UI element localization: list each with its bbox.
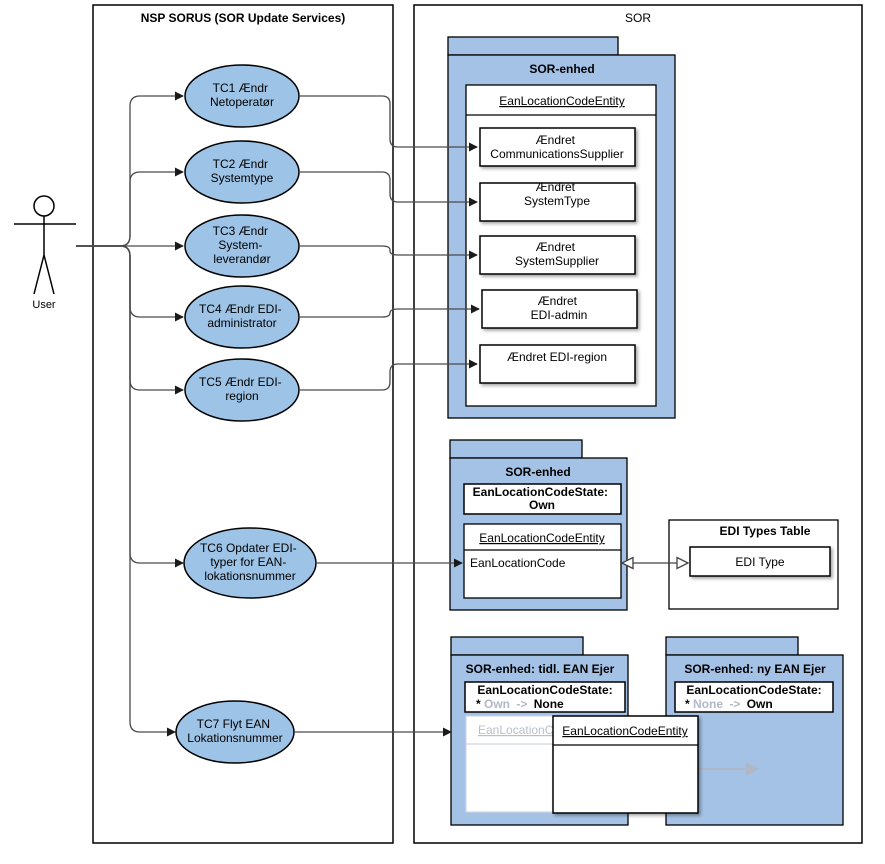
use-case-tc5-line2: region [225,389,258,403]
change-item-5-line1: Ændret EDI-region [507,350,607,364]
lane-sorus-title: NSP SORUS (SOR Update Services) [141,11,346,25]
package-4-title: SOR-enhed: ny EAN Ejer [684,662,826,676]
package-3-state-box: EanLocationCodeState: * Own -> None [464,681,626,713]
use-case-tc4-line2: administrator [207,316,276,330]
change-item-1-line1: Ændret [536,133,576,147]
svg-text:TC2 Ændr Systemtype: TC2 Ændr Systemtype [211,157,274,185]
package-3-title: SOR-enhed: tidl. EAN Ejer [466,662,615,676]
use-case-tc1-line2: Netoperatør [210,95,274,109]
package-1-title: SOR-enhed [529,62,594,76]
lane-sor-title: SOR [625,11,651,25]
package-4-state-to: Own [747,697,773,711]
svg-text:TC7 Flyt EAN Lokationsnu: TC7 Flyt EAN Lokationsnummer [187,717,282,745]
use-case-tc4-line1: TC4 Ændr EDI- [199,302,282,316]
moving-entity-title: EanLocationCodeEntity [562,724,687,738]
package-4-state-from: None [693,697,723,711]
package-3-ghost-title: EanLocationC [478,723,554,737]
package-2-state-value: Own [529,498,555,512]
package-3-state-arrow: -> [516,697,527,711]
use-case-tc2[interactable]: TC2 Ændr Systemtype [184,140,300,204]
change-item-2-line2: SystemType [524,194,590,208]
change-item-system-supplier[interactable]: Ændret SystemSupplier [479,235,636,275]
change-item-edi-admin[interactable]: Ændret EDI-admin [481,289,638,329]
svg-text:TC1 Ændr Netoperatør: TC1 Ændr Netoperatør [210,81,274,109]
package-1-entity: EanLocationCodeEntity [499,94,624,108]
svg-text:TC5 Ændr EDI- region: TC5 Ændr EDI- region [199,375,285,403]
change-item-4-line2: EDI-admin [531,308,588,322]
svg-text:TC3 Ændr System- l: TC3 Ændr System- leverandør [213,224,272,266]
use-case-tc4[interactable]: TC4 Ændr EDI- administrator [184,285,300,349]
change-item-3-line1: Ændret [536,240,576,254]
actor-user[interactable]: User [14,195,76,311]
svg-text:Ændret CommunicationsS: Ændret CommunicationsSupplier [490,133,623,161]
package-2-entity-title: EanLocationCodeEntity [479,531,604,545]
edi-types-table: EDI Types Table EDI Type [668,519,839,610]
package-2-entity[interactable]: EanLocationCodeEntity EanLocationCode [463,523,622,599]
use-case-tc6-line2: typer for EAN- [210,555,286,569]
package-3-state-label: EanLocationCodeState: [477,683,612,697]
use-case-tc3-line3: leverandør [213,252,270,266]
use-case-tc6[interactable]: TC6 Opdater EDI- typer for EAN- lokation… [183,527,317,599]
package-2-entity-field: EanLocationCode [470,556,566,570]
package-3-state-to: None [534,697,564,711]
package-4-state-label: EanLocationCodeState: [686,683,821,697]
change-connectors [299,95,480,391]
use-case-tc1[interactable]: TC1 Ændr Netoperatør [184,64,300,128]
use-case-tc2-line1: TC2 Ændr [213,157,268,171]
change-item-3-line2: SystemSupplier [515,254,599,268]
package-3-state-from: Own [484,697,510,711]
svg-text:Ændret SystemType: Ændret SystemType [524,180,590,208]
package-4-state-prefix: * [685,697,690,711]
edi-type-label: EDI Type [735,555,784,569]
package-sor-enhed-2: SOR-enhed EanLocationCodeState: Own EanL… [449,439,628,611]
svg-text:* None ->: * None -> Own [685,697,773,711]
use-case-tc7[interactable]: TC7 Flyt EAN Lokationsnummer [175,700,295,764]
use-case-tc5-line1: TC5 Ændr EDI- [199,375,282,389]
svg-text:EanLocationCodeState:: EanLocationCodeState: Own [473,485,612,512]
change-item-system-type[interactable]: Ændret SystemType [479,180,636,222]
actor-label: User [32,299,56,311]
use-case-tc6-line1: TC6 Opdater EDI- [200,541,297,555]
change-item-2-line1: Ændret [536,180,576,194]
use-case-tc2-line2: Systemtype [211,171,274,185]
stick-figure-icon [14,195,76,295]
edi-type-item[interactable]: EDI Type [689,546,831,577]
package-sor-enhed-1: SOR-enhed EanLocationCodeEntity Ændret C… [447,36,676,419]
svg-text:Ændret EDI-admin: Ændret EDI-admin [531,294,588,322]
edi-types-table-title: EDI Types Table [720,524,811,538]
use-case-tc7-line2: Lokationsnummer [187,731,282,745]
moving-entity[interactable]: EanLocationCodeEntity [552,715,699,814]
change-item-edi-region[interactable]: Ændret EDI-region [479,344,636,384]
change-item-1-line2: CommunicationsSupplier [490,147,623,161]
use-case-tc3[interactable]: TC3 Ændr System- leverandør [184,214,300,278]
change-item-communications-supplier[interactable]: Ændret CommunicationsSupplier [479,127,636,167]
package-4-state-box: EanLocationCodeState: * None -> Own [674,681,834,713]
package-2-state-box: EanLocationCodeState: Own [463,483,622,515]
svg-text:* Own ->: * Own -> None [476,697,564,711]
package-2-title: SOR-enhed [505,465,570,479]
change-item-4-line1: Ændret [538,294,578,308]
use-case-tc6-line3: lokationsnummer [204,569,295,583]
use-case-tc5[interactable]: TC5 Ændr EDI- region [184,358,300,422]
svg-text:TC6 Opdater EDI- typer f: TC6 Opdater EDI- typer for EAN- lokation… [200,541,300,583]
actor-connectors [76,91,184,737]
use-case-tc3-line2: System- [218,238,262,252]
use-case-tc7-line1: TC7 Flyt EAN [197,717,270,731]
package-4-state-arrow: -> [729,697,740,711]
use-case-tc3-line1: TC3 Ændr [213,224,268,238]
package-2-state-label: EanLocationCodeState: [473,485,608,499]
use-case-tc1-line1: TC1 Ændr [213,81,268,95]
svg-text:Ændret SystemSupplier: Ændret SystemSupplier [515,240,599,268]
package-3-state-prefix: * [476,697,481,711]
svg-text:TC4 Ændr EDI- administra: TC4 Ændr EDI- administrator [199,302,285,330]
